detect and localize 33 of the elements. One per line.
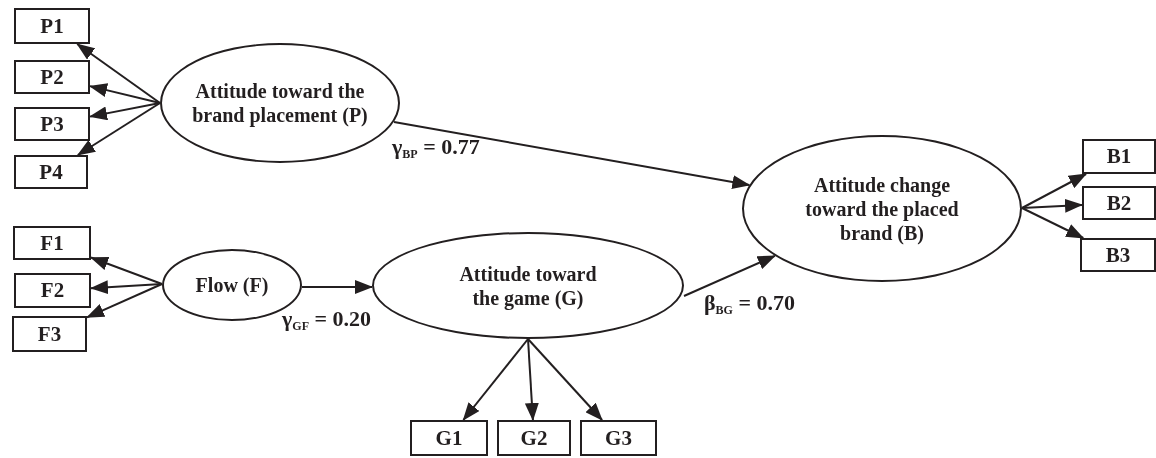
indicator-box: F2	[14, 273, 91, 308]
indicator-box: B1	[1082, 139, 1156, 174]
indicator-box: G2	[497, 420, 571, 456]
arrow	[301, 280, 374, 294]
indicator-box: G3	[580, 420, 657, 456]
arrow	[527, 338, 604, 421]
arrow	[76, 102, 161, 156]
indicator-box: B2	[1082, 186, 1156, 220]
arrow	[1021, 173, 1088, 209]
arrow	[683, 254, 776, 297]
arrow	[1021, 207, 1085, 239]
latent-variable-ellipse: Attitude toward the game (G)	[372, 232, 684, 339]
arrow	[393, 121, 751, 189]
arrow	[89, 102, 161, 121]
arrow	[524, 338, 539, 421]
arrow	[462, 338, 529, 421]
arrow	[90, 280, 163, 295]
indicator-box: F1	[13, 226, 91, 260]
path-coefficient: γ$_{BP}$ = 0.77	[392, 136, 480, 160]
indicator-box: B3	[1080, 238, 1156, 272]
indicator-box: P2	[14, 60, 90, 94]
path-coefficient: β$_{BG}$ = 0.70	[704, 292, 795, 316]
indicator-box: G1	[410, 420, 488, 456]
arrow	[89, 83, 161, 104]
latent-variable-ellipse: Attitude change toward the placed brand (B)	[742, 135, 1022, 282]
arrow	[90, 256, 163, 285]
indicator-box: P4	[14, 155, 88, 189]
indicator-box: F3	[12, 316, 87, 352]
indicator-box: P1	[14, 8, 90, 44]
indicator-box: P3	[14, 107, 90, 141]
arrow	[86, 283, 163, 319]
arrow	[1021, 198, 1083, 213]
arrow	[76, 43, 161, 104]
